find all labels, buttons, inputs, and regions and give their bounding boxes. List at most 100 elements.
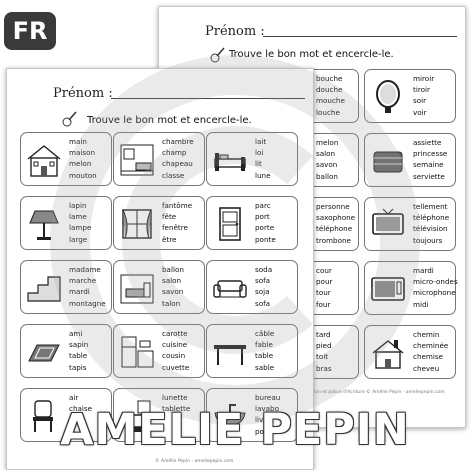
word-option[interactable]: toujours xyxy=(413,235,443,245)
word-option[interactable]: télévision xyxy=(413,224,448,234)
word-option[interactable]: parc xyxy=(255,201,271,210)
word-option[interactable]: ballon xyxy=(316,171,338,181)
word-option[interactable]: semaine xyxy=(413,160,444,170)
word-option[interactable]: lame xyxy=(69,212,87,222)
word-option[interactable]: tapis xyxy=(69,362,87,372)
word-option[interactable]: madame xyxy=(69,265,101,274)
word-option[interactable]: four xyxy=(316,299,331,309)
word-option[interactable]: montagne xyxy=(69,298,106,308)
word-option[interactable]: cuisine xyxy=(162,340,188,350)
word-option[interactable]: soir xyxy=(413,96,427,106)
word-option[interactable]: saxophone xyxy=(316,213,356,223)
word-option[interactable]: téléphone xyxy=(413,213,450,223)
word-option[interactable]: bras xyxy=(316,363,332,373)
word-option[interactable]: chapeau xyxy=(162,159,193,169)
word-option[interactable]: champ xyxy=(162,148,187,158)
word-option[interactable]: large xyxy=(69,234,88,244)
word-option[interactable]: mouton xyxy=(69,170,97,180)
word-option[interactable]: porte xyxy=(255,223,275,233)
word-option[interactable]: mardi xyxy=(413,266,434,275)
word-option[interactable]: tour xyxy=(316,288,331,298)
word-option[interactable]: talon xyxy=(162,298,181,308)
word-option[interactable]: air xyxy=(69,393,79,402)
word-option[interactable]: main xyxy=(69,137,87,146)
word-option[interactable]: melon xyxy=(316,138,339,147)
word-option[interactable]: bouche xyxy=(316,74,343,83)
worksheet-front[interactable]: Prénom : Trouve le bon mot et encercle-l… xyxy=(6,68,314,470)
word-option[interactable]: classe xyxy=(162,170,185,180)
word-option[interactable]: mardi xyxy=(69,287,90,297)
word-option[interactable]: voir xyxy=(413,107,427,117)
word-option[interactable]: chaise xyxy=(69,404,93,414)
word-option[interactable]: cheveu xyxy=(413,363,440,373)
word-option[interactable]: bureau xyxy=(255,393,281,402)
word-option[interactable]: assiette xyxy=(413,138,442,147)
word-option[interactable]: savon xyxy=(316,160,338,170)
word-option[interactable]: être xyxy=(162,234,177,244)
word-option[interactable]: soda xyxy=(255,265,273,274)
word-option[interactable]: chambre xyxy=(162,137,194,146)
word-option[interactable]: lune xyxy=(255,170,271,180)
word-option[interactable]: livre xyxy=(255,415,271,425)
word-option[interactable]: marche xyxy=(69,276,97,286)
word-option[interactable]: microphone xyxy=(413,288,456,298)
word-option[interactable]: lavabo xyxy=(255,404,280,414)
word-option[interactable]: table xyxy=(255,351,274,361)
word-option[interactable]: tard xyxy=(316,330,331,339)
word-option[interactable]: sable xyxy=(255,362,275,372)
word-option[interactable]: lait xyxy=(255,137,267,146)
word-option[interactable]: cheminée xyxy=(413,341,449,351)
word-option[interactable]: pour xyxy=(316,277,333,287)
word-option[interactable]: princesse xyxy=(413,149,448,159)
word-option[interactable]: louche xyxy=(316,107,340,117)
word-option[interactable]: lit xyxy=(255,159,262,169)
word-option[interactable]: téléphone xyxy=(316,224,353,234)
word-option[interactable]: lunette xyxy=(162,393,188,402)
word-option[interactable]: miroir xyxy=(413,74,435,83)
word-option[interactable]: sofa xyxy=(255,298,271,308)
word-option[interactable]: cousin xyxy=(162,351,186,361)
word-option[interactable]: câble xyxy=(255,329,275,338)
word-option[interactable]: lapin xyxy=(69,201,87,210)
word-option[interactable]: tiroir xyxy=(413,85,430,95)
word-option[interactable]: ballon xyxy=(162,265,184,274)
word-option[interactable]: micro-ondes xyxy=(413,277,458,287)
word-option[interactable]: fenêtre xyxy=(162,223,188,233)
word-option[interactable]: chemise xyxy=(413,352,444,362)
word-option[interactable]: ami xyxy=(69,329,83,338)
word-option[interactable]: salon xyxy=(316,149,336,159)
word-option[interactable]: chemin xyxy=(413,330,440,339)
word-option[interactable]: douche xyxy=(316,85,343,95)
word-option[interactable]: fantôme xyxy=(162,201,193,210)
word-option[interactable]: poupée xyxy=(255,426,282,436)
word-option[interactable]: cour xyxy=(316,266,332,275)
word-option[interactable]: sapin xyxy=(69,340,89,350)
word-option[interactable]: soja xyxy=(255,287,270,297)
word-option[interactable]: personne xyxy=(316,202,350,211)
word-option[interactable]: fable xyxy=(255,340,273,350)
word-option[interactable]: carotte xyxy=(162,329,188,338)
word-card[interactable]: air chaise xyxy=(20,388,112,442)
word-option[interactable]: toit xyxy=(316,352,329,362)
word-option[interactable]: mouche xyxy=(316,96,345,106)
word-option[interactable]: savon xyxy=(162,287,184,297)
word-option[interactable]: ponte xyxy=(255,234,276,244)
word-option[interactable]: loi xyxy=(255,148,264,158)
